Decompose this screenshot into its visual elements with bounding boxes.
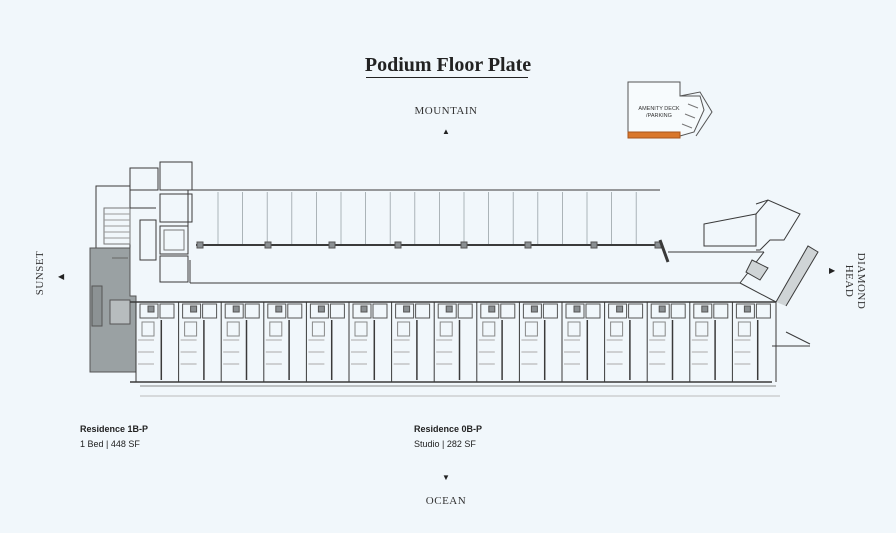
structural-column <box>196 241 204 249</box>
south-arrow-icon: ▼ <box>442 473 450 482</box>
studio-unit <box>646 302 686 382</box>
drive-aisle <box>189 251 765 284</box>
title-underline <box>366 77 528 78</box>
studio-unit <box>263 302 303 382</box>
service-block-east <box>703 199 801 281</box>
key-plan-sublabel: /PARKING <box>646 113 672 119</box>
structural-column <box>264 241 272 249</box>
west-arrow-icon: ◀ <box>58 272 65 281</box>
direction-north: MOUNTAIN <box>414 105 478 117</box>
key-plan <box>627 81 713 139</box>
residence-label-1b: Residence 1B-P 1 Bed | 448 SF <box>80 422 148 452</box>
studio-unit <box>604 302 644 382</box>
residence-label-0b: Residence 0B-P Studio | 282 SF <box>414 422 482 452</box>
direction-south: OCEAN <box>425 495 467 507</box>
residence-1b-p-plan <box>89 247 137 373</box>
east-arrow-icon: ▶ <box>829 266 836 275</box>
structural-column <box>590 241 598 249</box>
structural-column <box>328 241 336 249</box>
studio-unit <box>391 302 431 382</box>
studio-unit <box>178 302 218 382</box>
unit-row <box>130 301 777 387</box>
structural-column <box>394 241 402 249</box>
north-arrow-icon: ▲ <box>442 127 450 136</box>
studio-unit <box>433 302 473 382</box>
east-end <box>739 245 819 347</box>
key-plan-highlight <box>627 131 681 139</box>
studio-unit <box>348 302 388 382</box>
studio-unit <box>220 302 260 382</box>
residence-details: 1 Bed | 448 SF <box>80 439 140 449</box>
studio-unit <box>135 302 175 382</box>
studio-unit <box>561 302 601 382</box>
studio-unit <box>305 302 345 382</box>
studio-unit <box>731 302 771 382</box>
structural-column <box>460 241 468 249</box>
studio-unit <box>689 302 729 382</box>
key-plan-label: AMENITY DECK <box>638 106 679 112</box>
page-title: Podium Floor Plate <box>364 54 532 76</box>
structural-column <box>524 241 532 249</box>
residence-name: Residence 1B-P <box>80 424 149 434</box>
residence-details: Studio | 282 SF <box>414 439 476 449</box>
studio-unit <box>476 302 516 382</box>
residence-name: Residence 0B-P <box>414 424 483 434</box>
studio-unit <box>518 302 558 382</box>
parking-area <box>187 189 670 263</box>
